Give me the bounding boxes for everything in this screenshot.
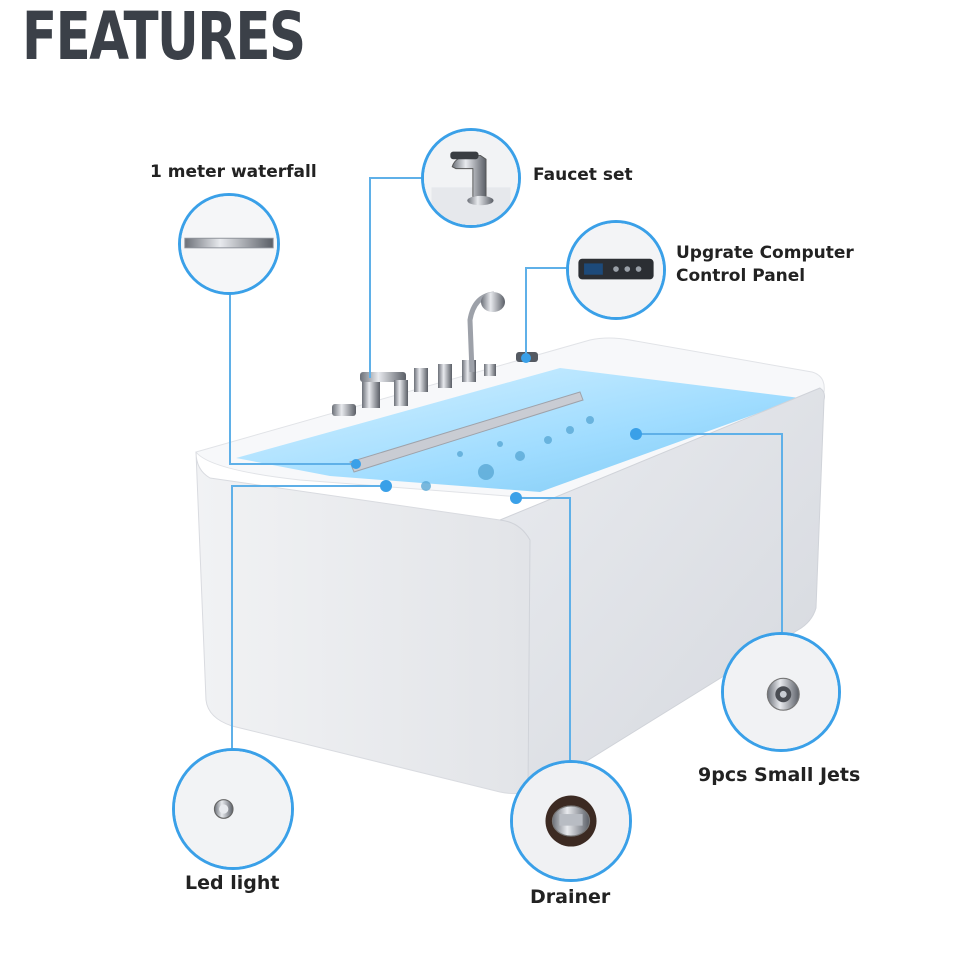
tub-front xyxy=(195,451,531,795)
jet-icon xyxy=(724,635,838,749)
tub-side xyxy=(499,387,825,793)
control-panel-callout xyxy=(566,220,666,320)
drainer-icon xyxy=(513,763,629,879)
jets-dots xyxy=(421,416,594,491)
led-callout xyxy=(172,748,294,870)
led-label: Led light xyxy=(185,872,280,894)
waterfall-callout xyxy=(178,193,280,295)
waterfall-bar xyxy=(349,391,584,473)
leader-lines xyxy=(229,177,783,774)
faucet-callout xyxy=(421,128,521,228)
jets-label: 9pcs Small Jets xyxy=(698,764,861,786)
control-panel-icon xyxy=(569,223,663,317)
control-panel-label: Upgrate Computer Control Panel xyxy=(676,243,854,286)
faucet-label: Faucet set xyxy=(533,165,633,185)
led-icon xyxy=(175,751,291,867)
drainer-callout xyxy=(510,760,632,882)
anchor-dots xyxy=(351,353,642,504)
waterfall-label: 1 meter waterfall xyxy=(150,162,317,182)
jets-callout xyxy=(721,632,841,752)
page-title: FEATURES xyxy=(22,0,306,75)
drainer-label: Drainer xyxy=(530,886,611,908)
waterfall-icon xyxy=(181,196,277,292)
faucet-icon xyxy=(424,131,518,225)
faucet-fixtures xyxy=(332,291,538,416)
